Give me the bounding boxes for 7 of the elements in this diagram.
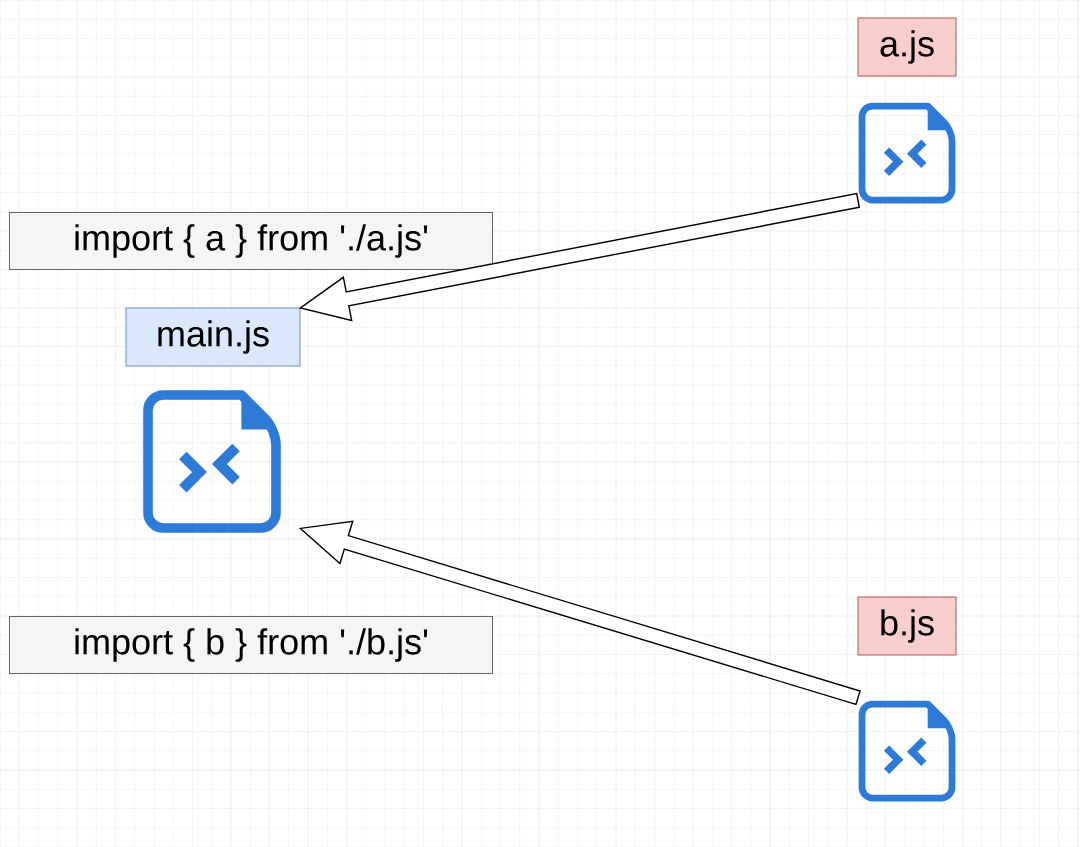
- file-label: a.js: [857, 17, 957, 77]
- file-label: b.js: [857, 596, 957, 656]
- code-box: import { a } from './a.js': [9, 212, 493, 270]
- block-arrow: [298, 192, 861, 322]
- code-box: import { b } from './b.js': [9, 616, 493, 674]
- file-label: main.js: [125, 307, 301, 367]
- block-arrow: [298, 520, 861, 706]
